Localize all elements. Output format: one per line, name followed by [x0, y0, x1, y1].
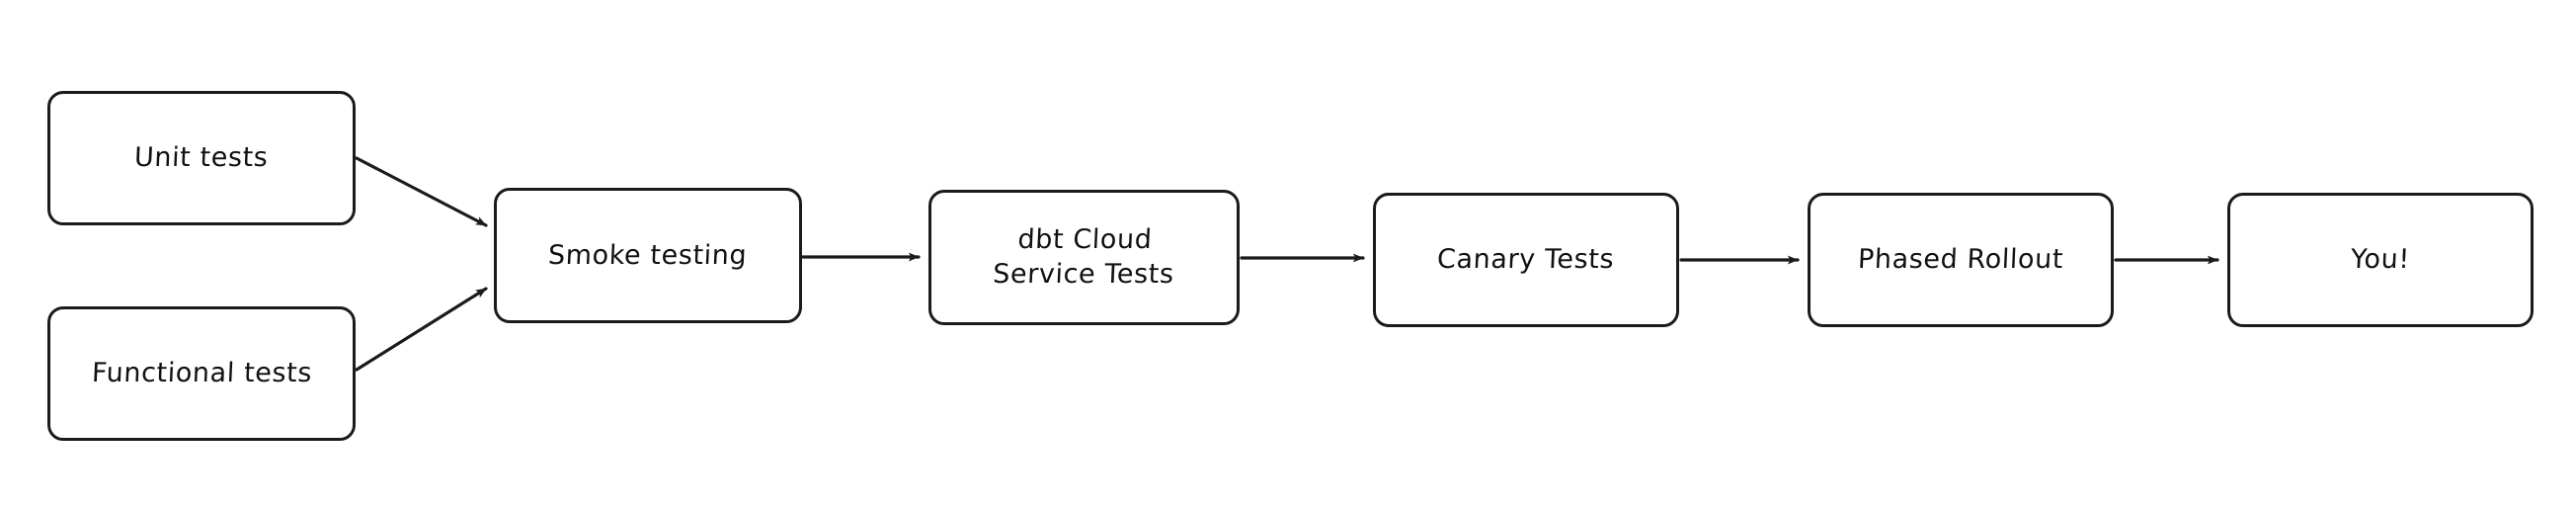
node-canary-tests-label: Canary Tests: [1436, 244, 1616, 276]
node-smoke-testing-label: Smoke testing: [547, 239, 749, 271]
node-dbt-cloud-service-tests-label: dbt Cloud Service Tests: [992, 224, 1175, 291]
node-canary-tests[interactable]: Canary Tests: [1373, 193, 1679, 327]
edge-functional-tests-to-smoke-testing: [355, 287, 488, 372]
node-you[interactable]: You!: [2227, 193, 2534, 327]
node-you-label: You!: [2350, 244, 2411, 276]
node-unit-tests-label: Unit tests: [133, 142, 270, 174]
node-dbt-cloud-service-tests[interactable]: dbt Cloud Service Tests: [928, 190, 1240, 325]
edge-unit-tests-to-smoke-testing: [355, 156, 488, 227]
node-unit-tests[interactable]: Unit tests: [47, 91, 356, 225]
node-phased-rollout-label: Phased Rollout: [1857, 244, 2064, 276]
node-smoke-testing[interactable]: Smoke testing: [494, 188, 802, 323]
node-functional-tests-label: Functional tests: [90, 358, 313, 389]
node-phased-rollout[interactable]: Phased Rollout: [1808, 193, 2114, 327]
node-functional-tests[interactable]: Functional tests: [47, 306, 356, 441]
